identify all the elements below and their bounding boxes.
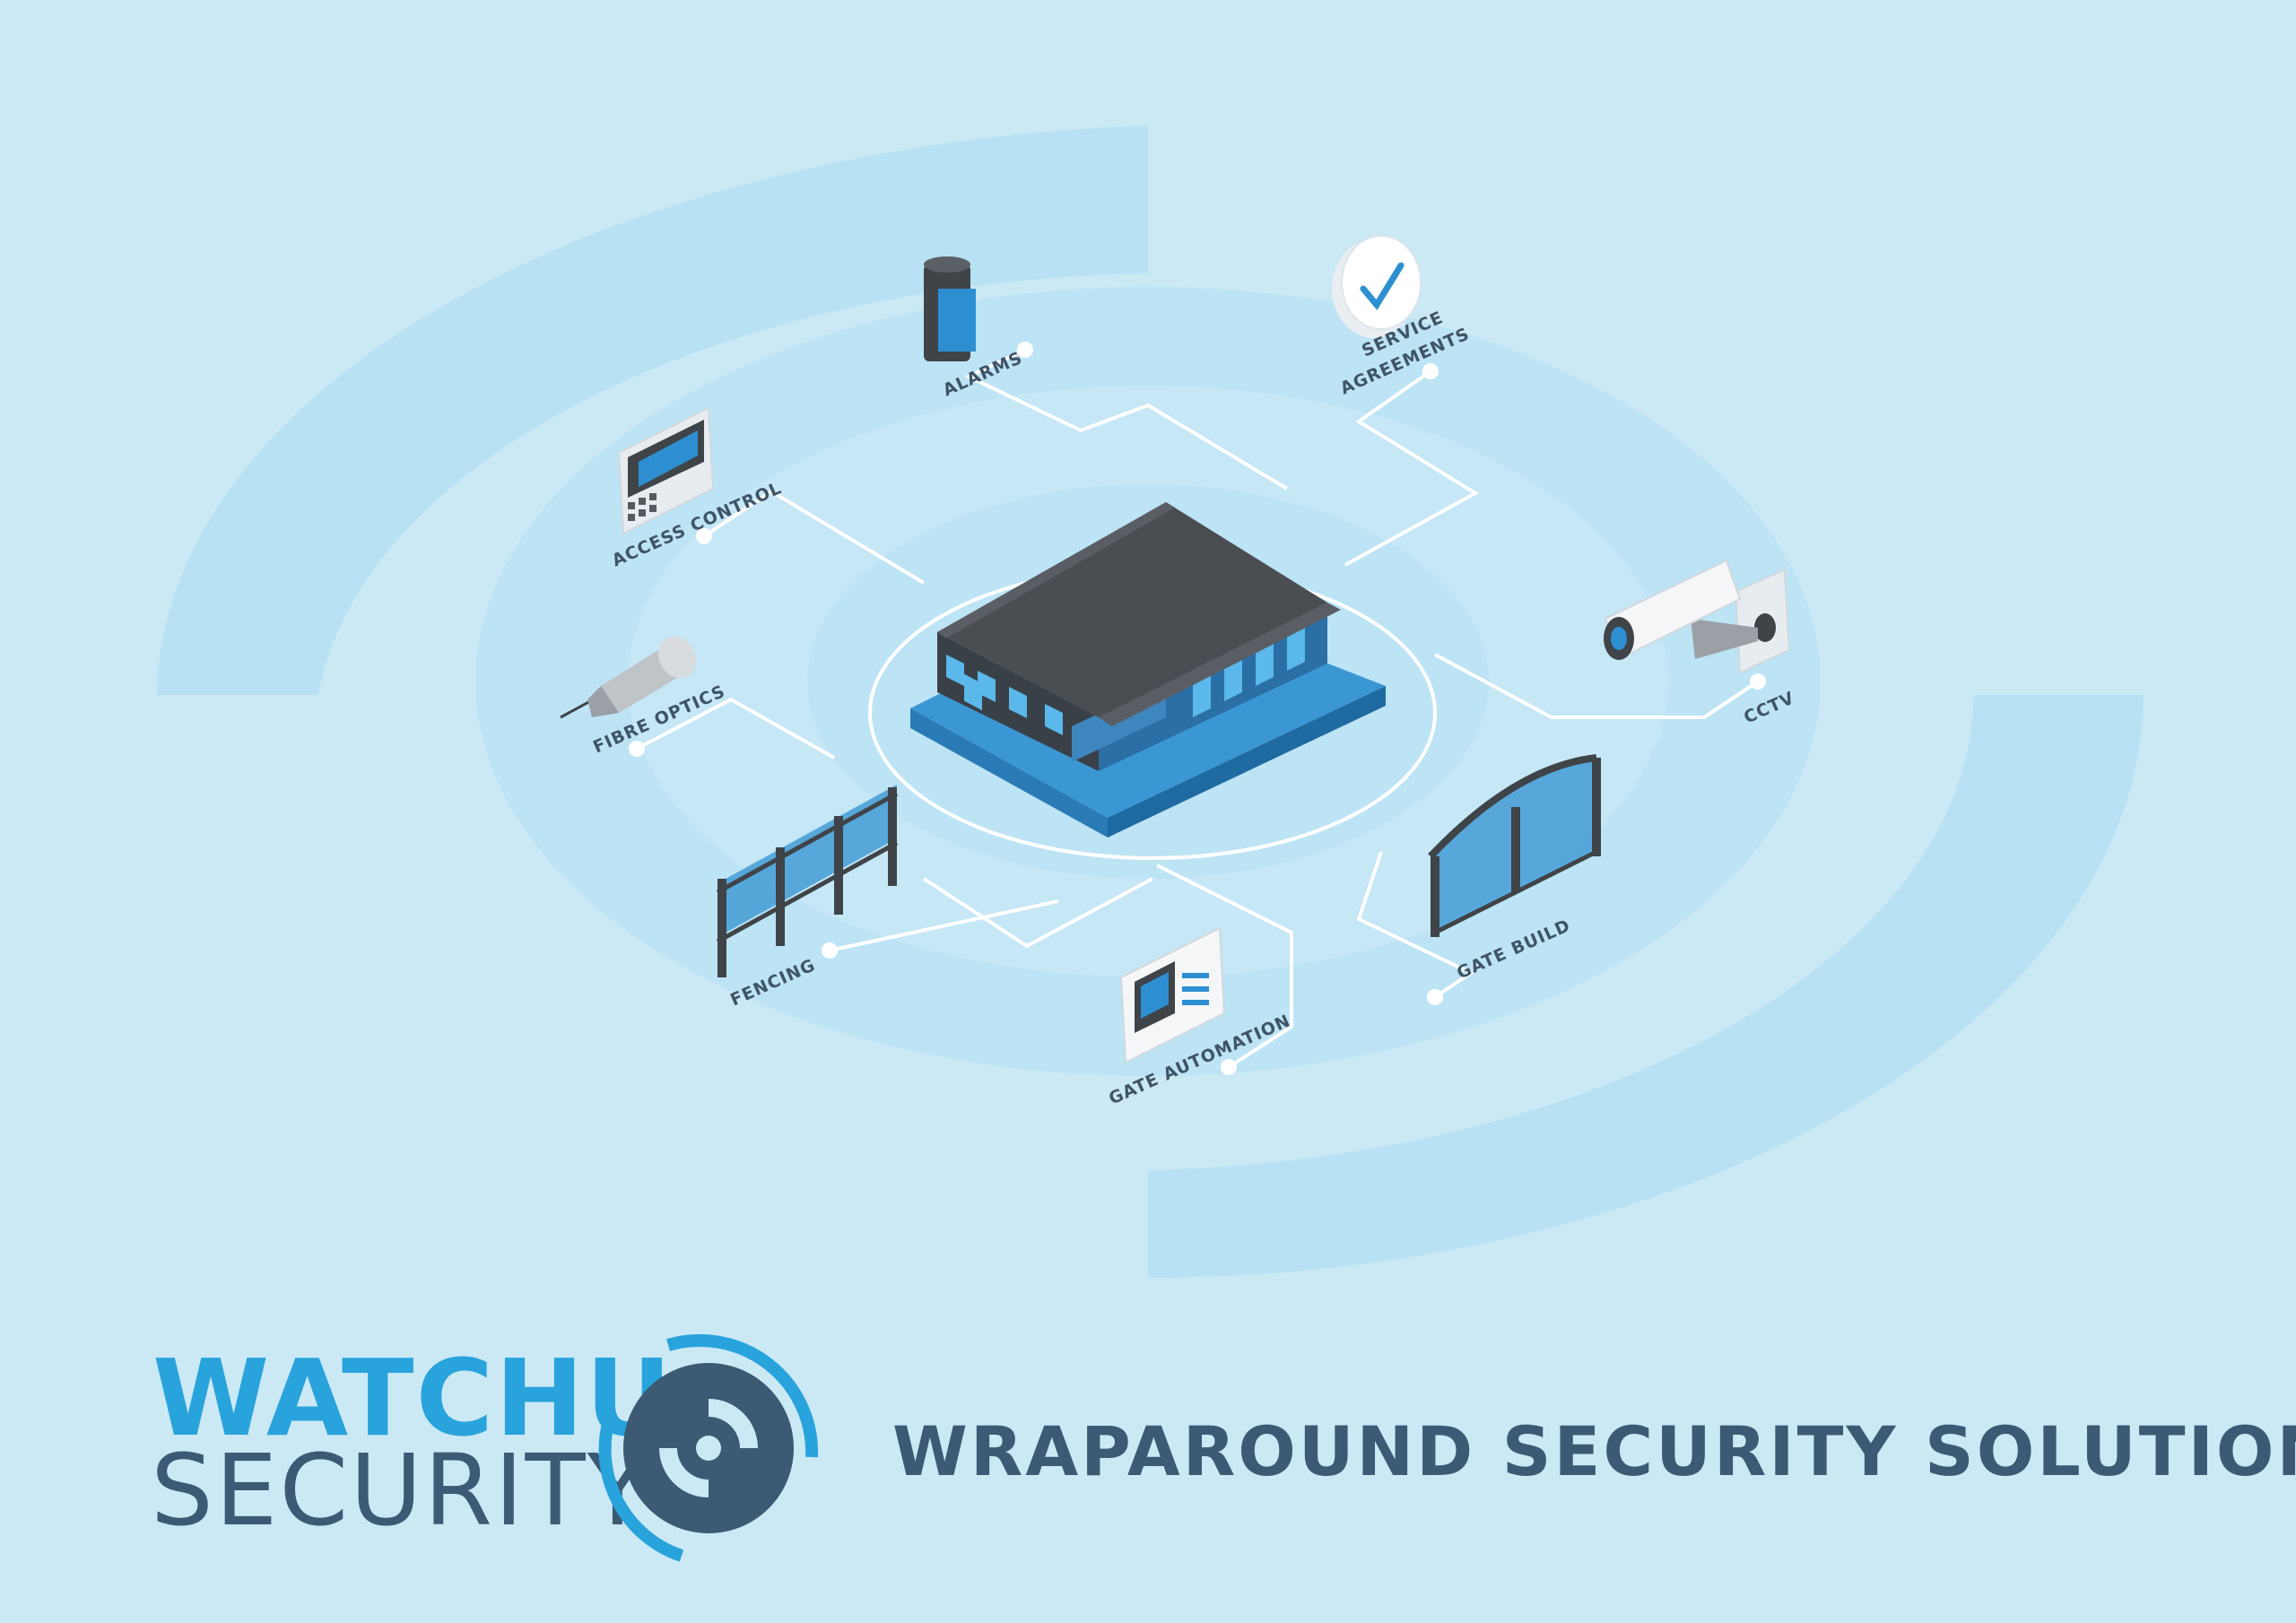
alarm-siren-icon — [924, 256, 976, 361]
fibre-optic-cable-icon — [560, 636, 697, 719]
security-logo-icon — [598, 1333, 819, 1562]
tagline: WRAPAROUND SECURITY SOLUTIONS — [892, 1411, 2296, 1491]
gate-controller-icon — [1119, 926, 1226, 1064]
building-icon — [910, 502, 1386, 838]
gate-icon — [1428, 754, 1601, 937]
access-control-panel-icon — [617, 406, 715, 535]
brand-block: WATCHU SECURITY WRAPAROUND SECURITY SOLU… — [151, 1333, 2296, 1562]
connector-lines — [636, 348, 1760, 1069]
brand-name-line1: WATCHU — [152, 1336, 674, 1460]
fence-icon — [716, 785, 899, 977]
brand-name-line2: SECURITY — [151, 1433, 649, 1548]
connector-end-dots — [629, 342, 1766, 1075]
checkmark-badge-icon — [1332, 235, 1422, 338]
cctv-camera-icon — [1604, 559, 1791, 674]
